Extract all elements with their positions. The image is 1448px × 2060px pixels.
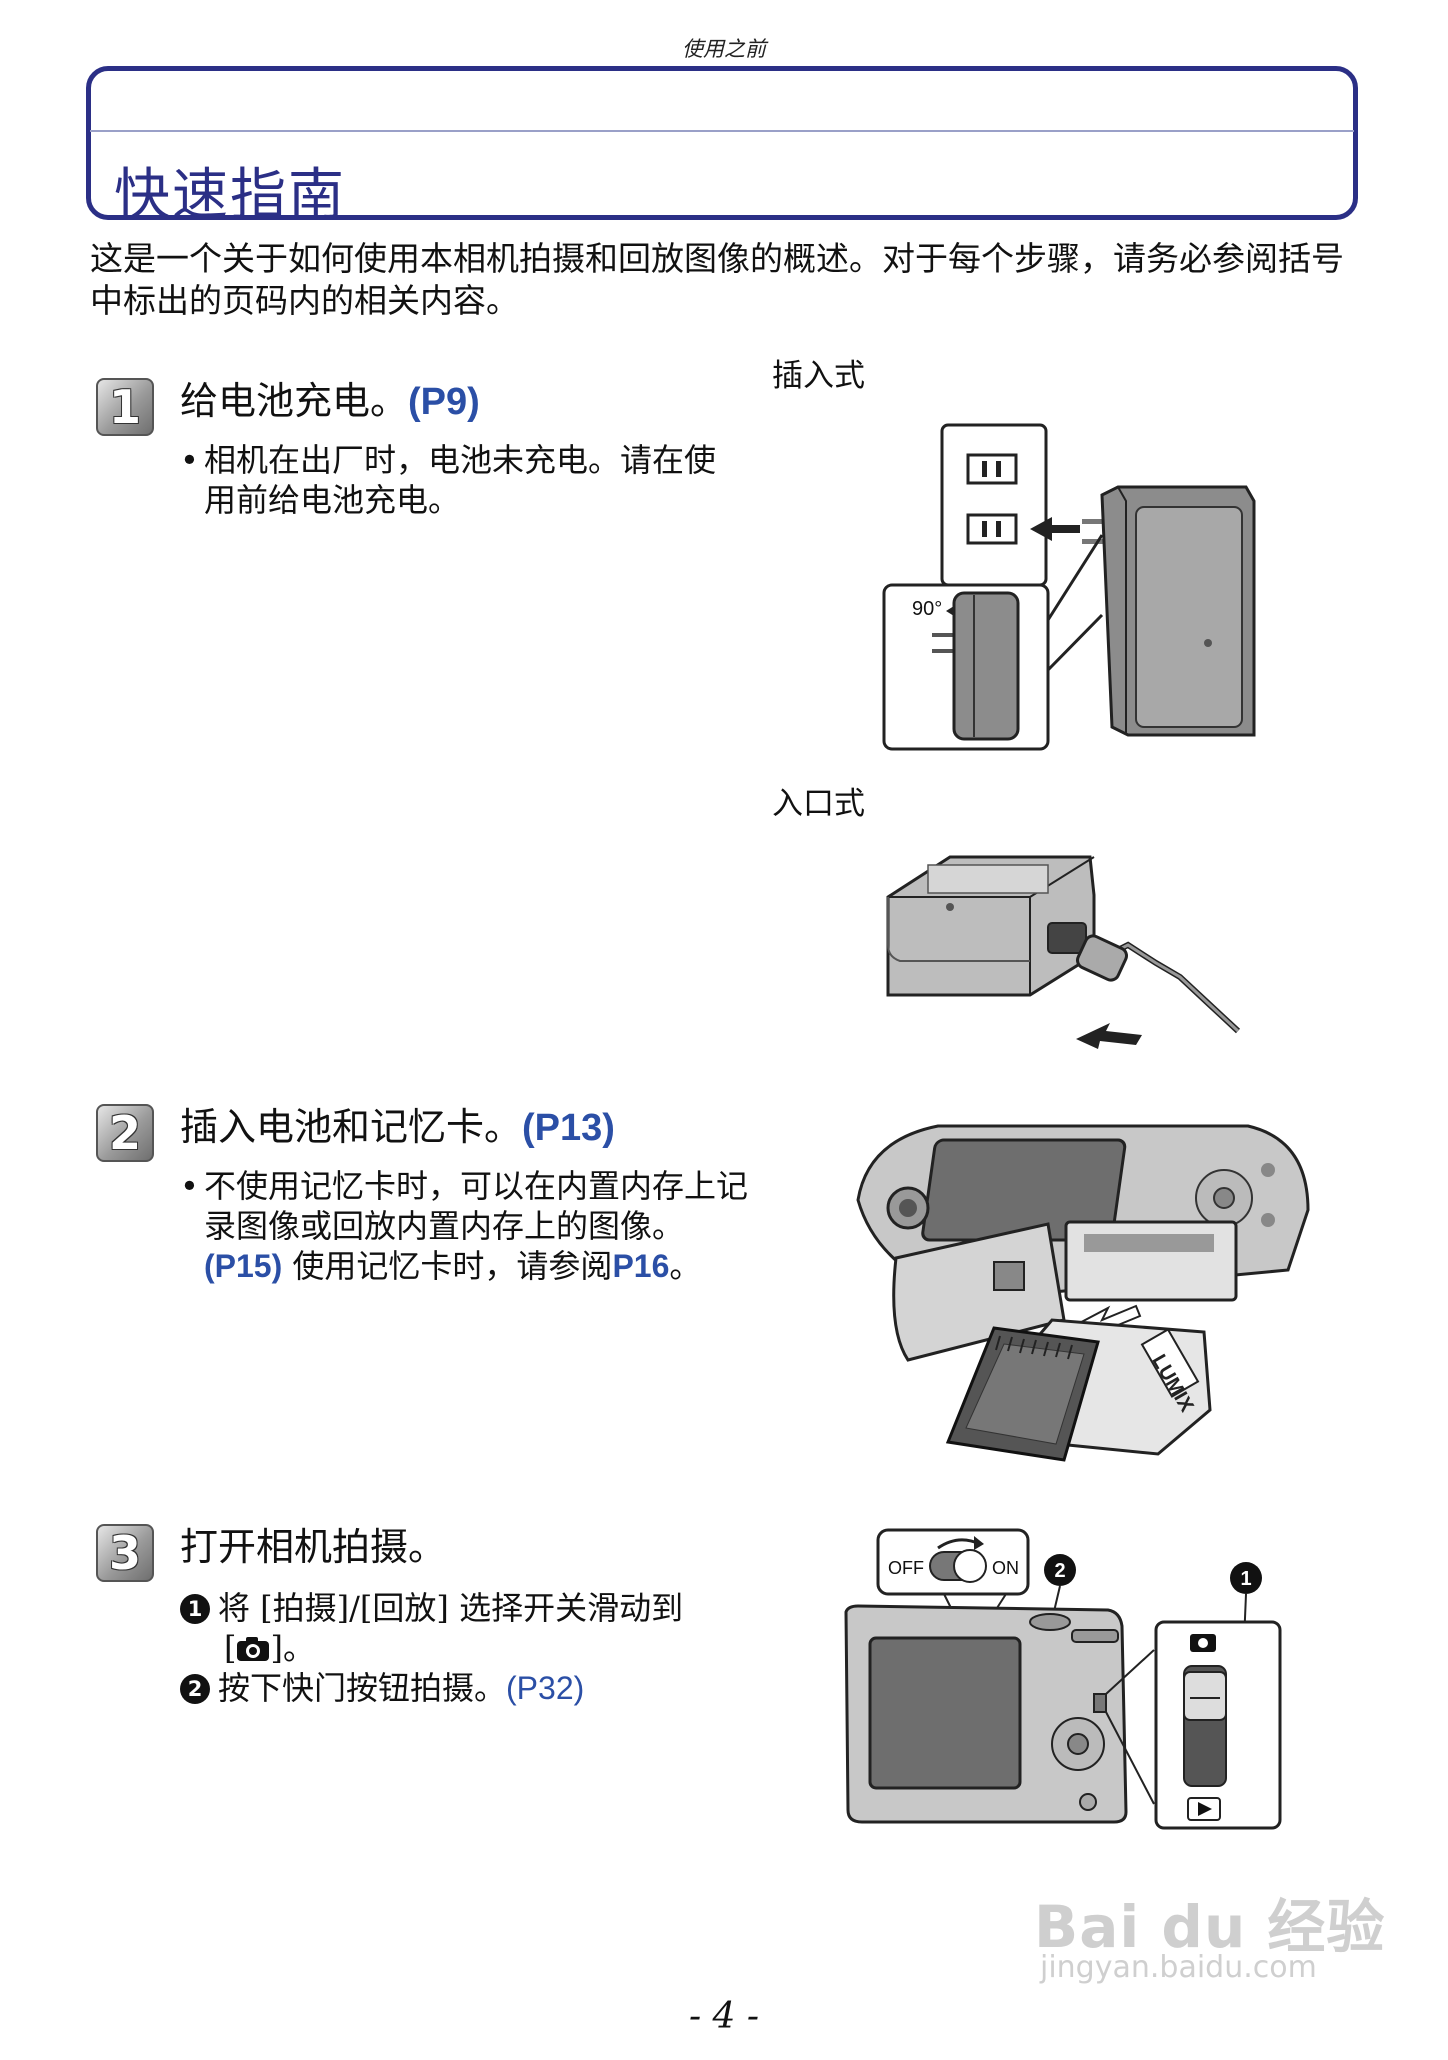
step-3-item-1-cont: [ ]。 xyxy=(180,1628,780,1668)
switch-on-label: ON xyxy=(992,1558,1019,1578)
step-2-bullet-part-a: 不使用记忆卡时，可以在内置内存上记录图像或回放内置内存上的图像。 xyxy=(204,1167,749,1245)
bullet-dot: • xyxy=(180,441,199,479)
step-3-item-2: 2 按下快门按钮拍摄。(P32) xyxy=(180,1668,780,1708)
camera-power-shutter-illustration: OFF ON 2 1 xyxy=(844,1528,1282,1830)
step-2-bullet-ref-card[interactable]: P16 xyxy=(612,1248,670,1284)
step-1-bullet-text: 相机在出厂时，电池未充电。请在使用前给电池充电。 xyxy=(204,441,717,519)
step-badge-1: 1 xyxy=(96,378,154,436)
step-2-title: 插入电池和记忆卡。 xyxy=(180,1105,523,1149)
inlet-charger-illustration xyxy=(886,855,1241,1049)
callout-2: 2 xyxy=(1054,1560,1065,1582)
step-2-bullet-ref-internal-memory[interactable]: (P15) xyxy=(204,1248,283,1284)
step-2-page-ref[interactable]: (P13) xyxy=(522,1107,615,1149)
step-1-heading: 给电池充电。(P9) xyxy=(180,378,480,425)
plug-in-charger-illustration: 90° xyxy=(882,423,1256,751)
step-2-heading: 插入电池和记忆卡。(P13) xyxy=(180,1104,615,1151)
bullet-dot: • xyxy=(180,1167,199,1205)
step-3-item-1: 1 将 [拍摄]/[回放] 选择开关滑动到 xyxy=(180,1588,780,1628)
rotation-angle-label: 90° xyxy=(912,598,942,620)
plug-in-label: 插入式 xyxy=(772,358,865,394)
bracket-open: [ xyxy=(224,1629,237,1667)
item-number-1: 1 xyxy=(180,1594,210,1624)
step-3-item-2-text: 按下快门按钮拍摄。 xyxy=(218,1669,507,1707)
watermark-brand: Bai du 经验 xyxy=(1034,1893,1386,1961)
page-number: - 4 - xyxy=(688,1996,760,2037)
step-1-bullet: • 相机在出厂时，电池未充电。请在使用前给电池充电。 xyxy=(180,440,740,520)
step-2-bullet: • 不使用记忆卡时，可以在内置内存上记录图像或回放内置内存上的图像。(P15) … xyxy=(180,1166,755,1286)
step-1-title: 给电池充电。 xyxy=(180,379,409,423)
title-frame xyxy=(86,66,1358,220)
step-badge-2: 2 xyxy=(96,1104,154,1162)
bracket-close: ]。 xyxy=(270,1629,315,1667)
step-3-title: 打开相机拍摄。 xyxy=(180,1525,447,1569)
callout-1: 1 xyxy=(1240,1568,1251,1590)
step-2-bullet-text: 不使用记忆卡时，可以在内置内存上记录图像或回放内置内存上的图像。(P15) 使用… xyxy=(204,1166,755,1286)
step-2-bullet-end: 。 xyxy=(669,1247,702,1285)
page-title: 快速指南 xyxy=(114,163,346,228)
watermark-url: jingyan.baidu.com xyxy=(1040,1950,1317,1985)
inlet-label: 入口式 xyxy=(772,786,865,822)
switch-off-label: OFF xyxy=(888,1558,924,1578)
step-1-page-ref[interactable]: (P9) xyxy=(408,381,480,423)
running-header: 使用之前 xyxy=(682,37,766,61)
step-2-bullet-part-b: 使用记忆卡时，请参阅 xyxy=(282,1247,613,1285)
battery-card-insertion-illustration: LUMIX xyxy=(856,1124,1310,1462)
step-3-item-1-text: 将 [拍摄]/[回放] 选择开关滑动到 xyxy=(218,1589,684,1627)
title-divider xyxy=(90,130,1354,132)
step-3-instructions: 1 将 [拍摄]/[回放] 选择开关滑动到 [ ]。 2 按下快门按钮拍摄。(P32… xyxy=(180,1588,780,1708)
step-badge-3: 3 xyxy=(96,1524,154,1582)
camera-mode-icon xyxy=(237,1637,270,1661)
intro-paragraph: 这是一个关于如何使用本相机拍摄和回放图像的概述。对于每个步骤，请务必参阅括号中标… xyxy=(90,239,1344,320)
item-number-2: 2 xyxy=(180,1674,210,1704)
step-3-item-2-page-ref[interactable]: (P32) xyxy=(506,1670,585,1706)
